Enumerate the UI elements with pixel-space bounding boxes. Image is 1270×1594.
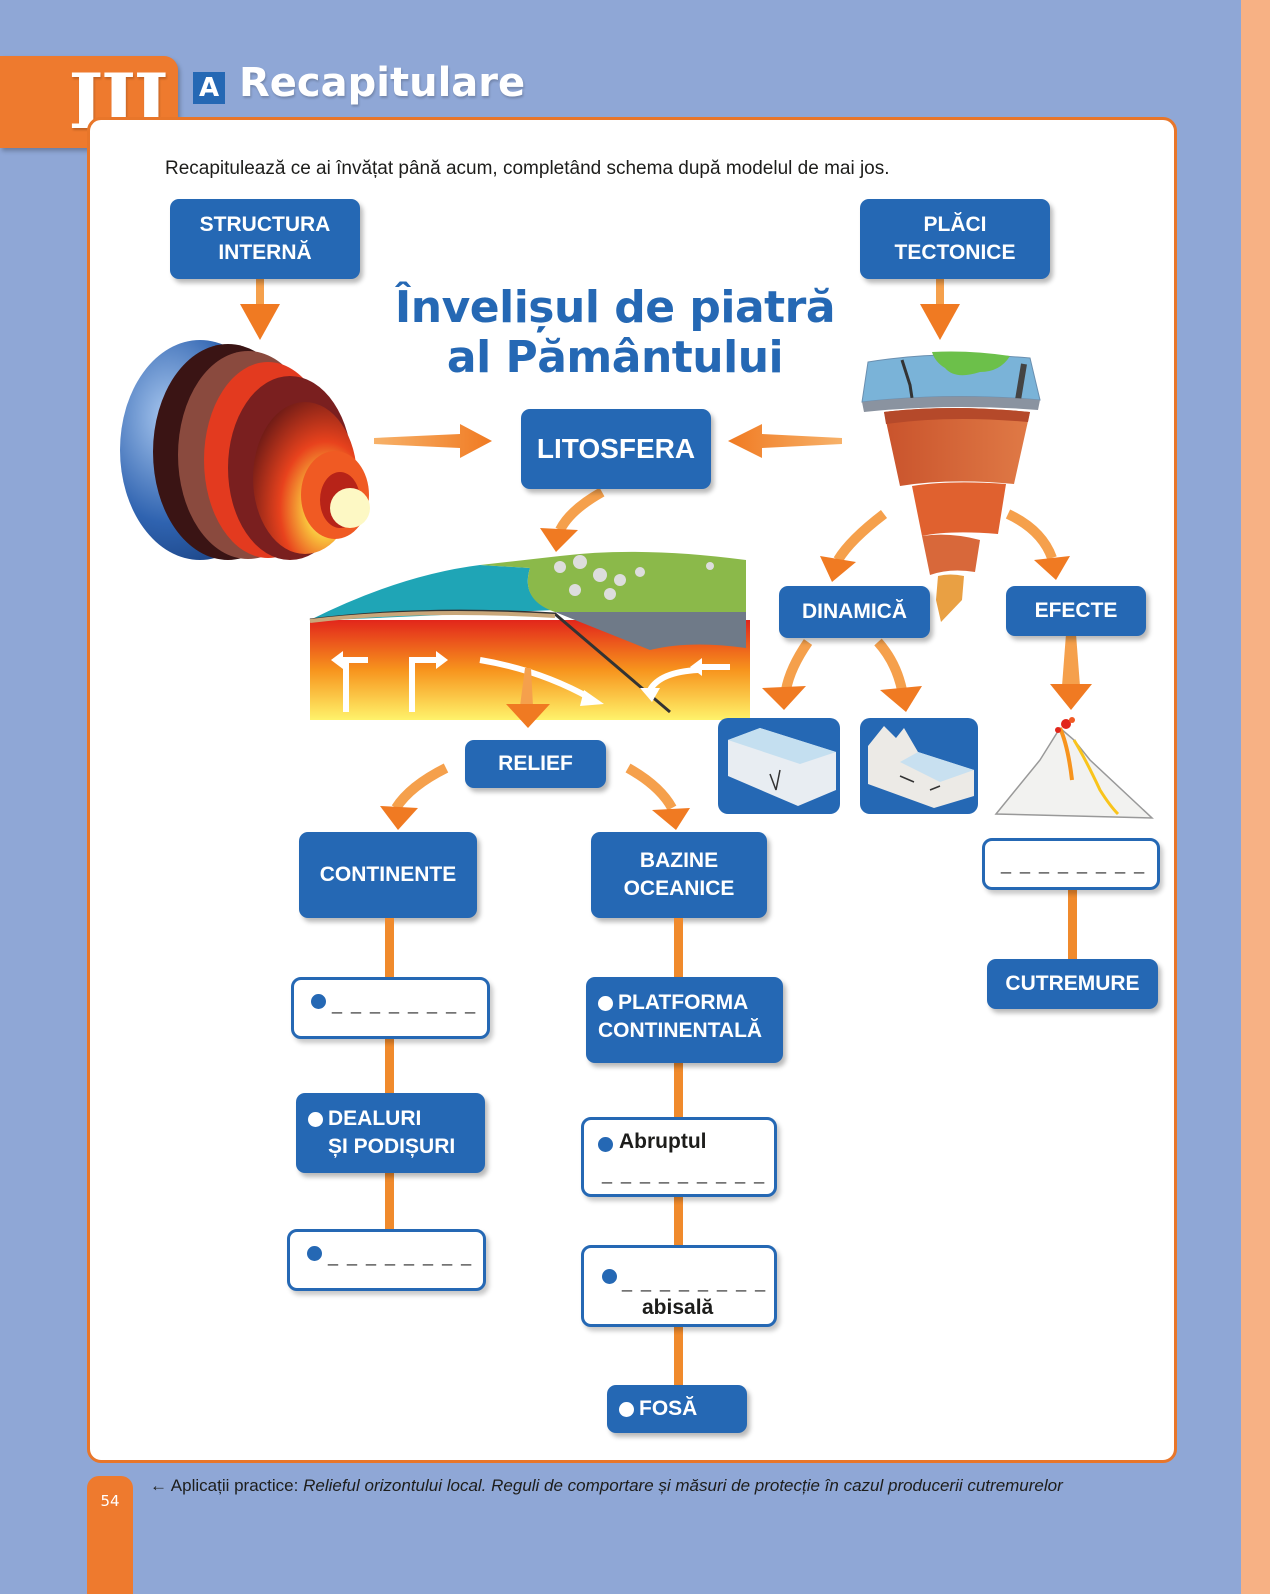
- placi-tectonice-box: PLĂCI TECTONICE: [860, 199, 1050, 279]
- abruptul-box[interactable]: Abruptul _ _ _ _ _ _ _ _ _: [581, 1117, 777, 1197]
- arrow-relief-to-bazine: [625, 763, 690, 830]
- structura-line1: STRUCTURA: [199, 213, 331, 236]
- continente-blank-box-1[interactable]: _ _ _ _ _ _ _ _: [291, 977, 490, 1039]
- volcano-illustration: [994, 717, 1154, 819]
- connector-line: [1068, 888, 1077, 960]
- convergent-plates-illustration: [860, 718, 978, 814]
- connector-line: [674, 918, 683, 978]
- connector-line: [385, 1038, 394, 1094]
- cutremure-box: CUTREMURE: [987, 959, 1158, 1009]
- continente-blank-box-2[interactable]: _ _ _ _ _ _ _ _: [287, 1229, 486, 1291]
- efecte-box: EFECTE: [1006, 586, 1146, 636]
- arrow-to-efecte: [1005, 509, 1070, 580]
- lesson-title: Recapitulare: [239, 60, 526, 106]
- arrow-section-to-relief: [506, 668, 550, 728]
- placi-line1: PLĂCI: [923, 213, 987, 236]
- connector-line: [385, 918, 394, 978]
- footer-note: ← Aplicații practice: Relieful orizontul…: [150, 1476, 1063, 1496]
- dinamica-box: DINAMICĂ: [779, 586, 930, 638]
- arrow-efecte-down: [1050, 634, 1092, 710]
- fosa-box: FOSĂ: [607, 1385, 747, 1433]
- fill-blank[interactable]: _ _ _ _ _ _ _ _: [332, 994, 478, 1014]
- fosa-label: FOSĂ: [639, 1397, 698, 1420]
- arrow-earth-to-litosfera: [374, 424, 492, 458]
- platforma-line1: PLATFORMA: [618, 991, 749, 1014]
- dealuri-line1: DEALURI: [328, 1107, 422, 1130]
- connector-line: [385, 1172, 394, 1230]
- footer-text: Relieful orizontului local. Reguli de co…: [303, 1476, 1063, 1495]
- bazine-oceanice-box: BAZINE OCEANICE: [591, 832, 767, 918]
- bullet-dot: [602, 1269, 617, 1284]
- diagram-title: Învelișul de piatră al Pământului: [380, 283, 850, 383]
- litosfera-box: LITOSFERA: [521, 409, 711, 489]
- campia-abisala-box[interactable]: _ _ _ _ _ _ _ _ abisală: [581, 1245, 777, 1327]
- efecte-blank-box[interactable]: _ _ _ _ _ _ _ _: [982, 838, 1160, 890]
- connector-line: [674, 1194, 683, 1246]
- connector-line: [674, 1326, 683, 1388]
- bullet-dot: [308, 1112, 323, 1127]
- continente-box: CONTINENTE: [299, 832, 477, 918]
- dealuri-podisuri-box: DEALURI ȘI PODIȘURI: [296, 1093, 485, 1173]
- back-arrow-icon: ←: [150, 1476, 167, 1495]
- fill-blank[interactable]: _ _ _ _ _ _ _ _: [622, 1272, 768, 1292]
- abruptul-label: Abruptul: [619, 1130, 707, 1153]
- platforma-continentala-box: PLATFORMA CONTINENTALĂ: [586, 977, 783, 1063]
- bullet-dot: [598, 1137, 613, 1152]
- arrow-litosfera-to-section: [540, 487, 605, 552]
- bullet-dot: [307, 1246, 322, 1261]
- dealuri-line2: ȘI PODIȘURI: [328, 1135, 456, 1158]
- bullet-dot: [598, 996, 613, 1011]
- arrow-to-dinamica: [820, 510, 888, 582]
- bazine-line1: BAZINE: [639, 849, 719, 872]
- bullet-dot: [311, 994, 326, 1009]
- page-edge-strip: [1241, 0, 1270, 1594]
- lesson-letter-badge: A: [193, 72, 225, 104]
- arrow-relief-to-continente: [380, 763, 449, 830]
- bullet-dot: [619, 1401, 634, 1417]
- page-number: 54: [100, 1492, 120, 1510]
- content-card: [87, 117, 1177, 1463]
- fill-blank[interactable]: _ _ _ _ _ _ _ _: [328, 1246, 474, 1266]
- platforma-line2: CONTINENTALĂ: [598, 1019, 763, 1042]
- bazine-line2: OCEANICE: [623, 877, 735, 900]
- arrow-dinamica-left: [762, 639, 813, 710]
- diagram-title-line2: al Pământului: [446, 332, 784, 383]
- relief-box: RELIEF: [465, 740, 606, 788]
- abisala-label: abisală: [642, 1296, 714, 1319]
- footer-label: Aplicații practice:: [170, 1476, 299, 1495]
- fill-blank[interactable]: _ _ _ _ _ _ _ _ _: [602, 1164, 767, 1184]
- divergent-plates-illustration: [718, 718, 840, 814]
- structura-interna-box: STRUCTURA INTERNĂ: [170, 199, 360, 279]
- arrow-structura-down: [240, 278, 280, 340]
- diagram-title-line1: Învelișul de piatră: [394, 282, 836, 333]
- structura-line2: INTERNĂ: [218, 241, 312, 264]
- arrow-dinamica-right: [874, 638, 922, 712]
- connector-line: [674, 1062, 683, 1118]
- arrow-cone-to-litosfera: [728, 424, 842, 458]
- arrow-placi-down: [920, 278, 960, 340]
- instruction-text: Recapitulează ce ai învățat până acum, c…: [165, 158, 890, 179]
- earth-structure-illustration: [120, 340, 370, 560]
- fill-blank[interactable]: _ _ _ _ _ _ _ _: [1001, 854, 1147, 874]
- placi-line2: TECTONICE: [894, 241, 1016, 264]
- tectonic-plates-illustration: [861, 351, 1041, 622]
- page-number-tab: 54: [87, 1476, 133, 1594]
